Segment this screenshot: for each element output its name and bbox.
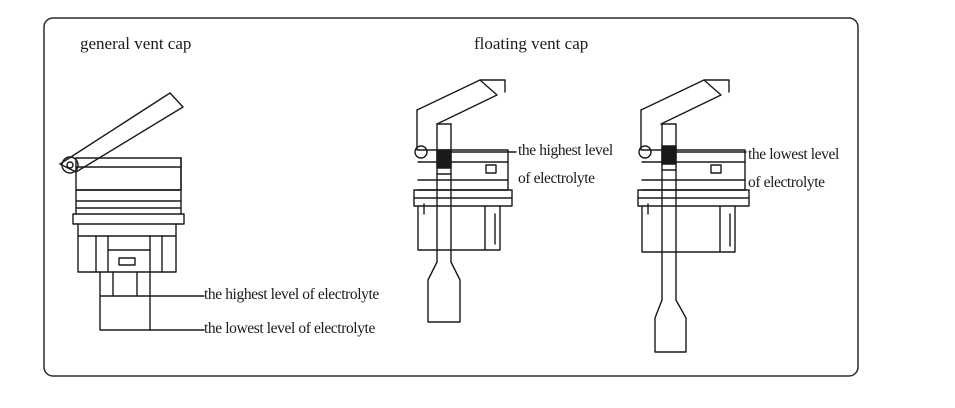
float-indicator-low (661, 145, 677, 165)
panel-border (43, 17, 859, 377)
general-tube (99, 271, 151, 331)
general-lowest-level-label: the lowest level of electrolyte (204, 320, 375, 337)
floating-vent-cap-high (413, 79, 517, 323)
float-indicator-high (436, 149, 452, 169)
general-vent-cap-title: general vent cap (80, 34, 192, 53)
floating-vent-cap-title: floating vent cap (474, 34, 589, 53)
float-bulb-low (654, 299, 687, 353)
floating-vent-cap-low (637, 79, 750, 353)
general-hinge (61, 156, 79, 174)
general-lid (59, 92, 184, 173)
general-highest-level-label: the highest level of electrolyte (204, 286, 379, 303)
float-stem-high (436, 123, 452, 263)
floating-high-label-line1: the highest level (518, 142, 613, 159)
floating-low-label-line1: the lowest level (748, 146, 839, 163)
float-bulb-high (427, 261, 461, 323)
general-vent-cap (59, 92, 205, 331)
floating-high-label-line2: of electrolyte (518, 170, 595, 187)
floating-low-label-line2: of electrolyte (748, 174, 825, 191)
